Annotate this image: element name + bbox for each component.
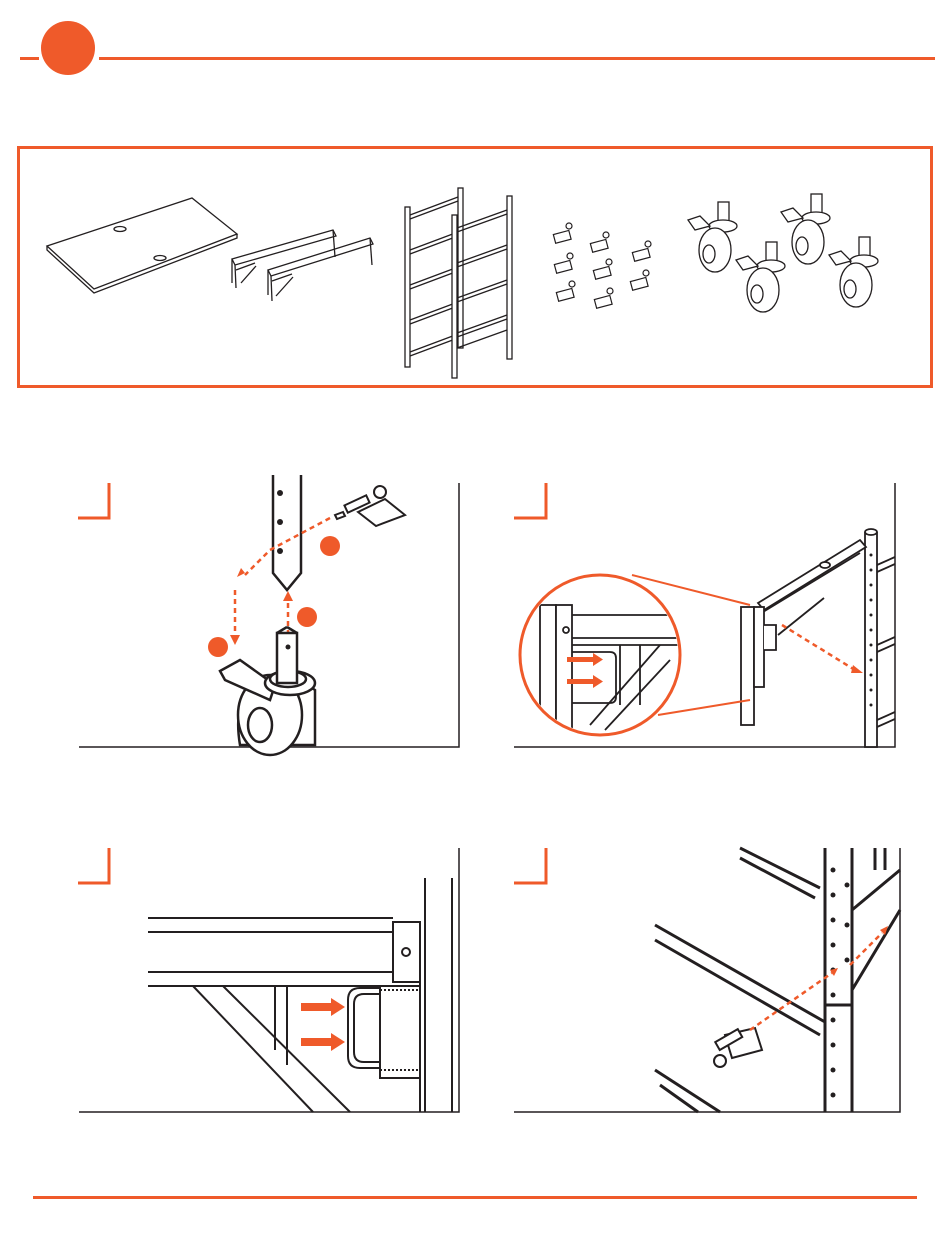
- step-corner-mark: [514, 848, 546, 883]
- beam-lock-detail-step-icon: [78, 848, 459, 1112]
- step-panel-beam-attach: [510, 475, 905, 755]
- callout-dot-a: [320, 536, 340, 556]
- caster-insert-step-icon: [78, 475, 459, 755]
- step-corner-mark: [78, 848, 109, 883]
- footer-rule: [33, 1196, 917, 1199]
- step-corner-mark: [78, 483, 109, 518]
- parts-illustrations: [0, 0, 950, 400]
- caster-wheels-icon: [688, 194, 878, 312]
- callout-dot-c: [208, 637, 228, 657]
- step-corner-mark: [514, 483, 546, 518]
- callout-dot-b: [297, 607, 317, 627]
- rivet-pins-icon: [553, 223, 651, 308]
- step-panel-pin-insert: [510, 840, 905, 1120]
- pin-insert-step-icon: [514, 848, 900, 1112]
- shelf-board-icon: [47, 198, 237, 293]
- step-panel-caster-insert: [75, 475, 465, 755]
- beam-attach-step-icon: [514, 483, 895, 747]
- upright-frames-icon: [405, 188, 512, 378]
- beam-pair-icon: [232, 230, 373, 301]
- step-panel-beam-lock: [75, 840, 465, 1120]
